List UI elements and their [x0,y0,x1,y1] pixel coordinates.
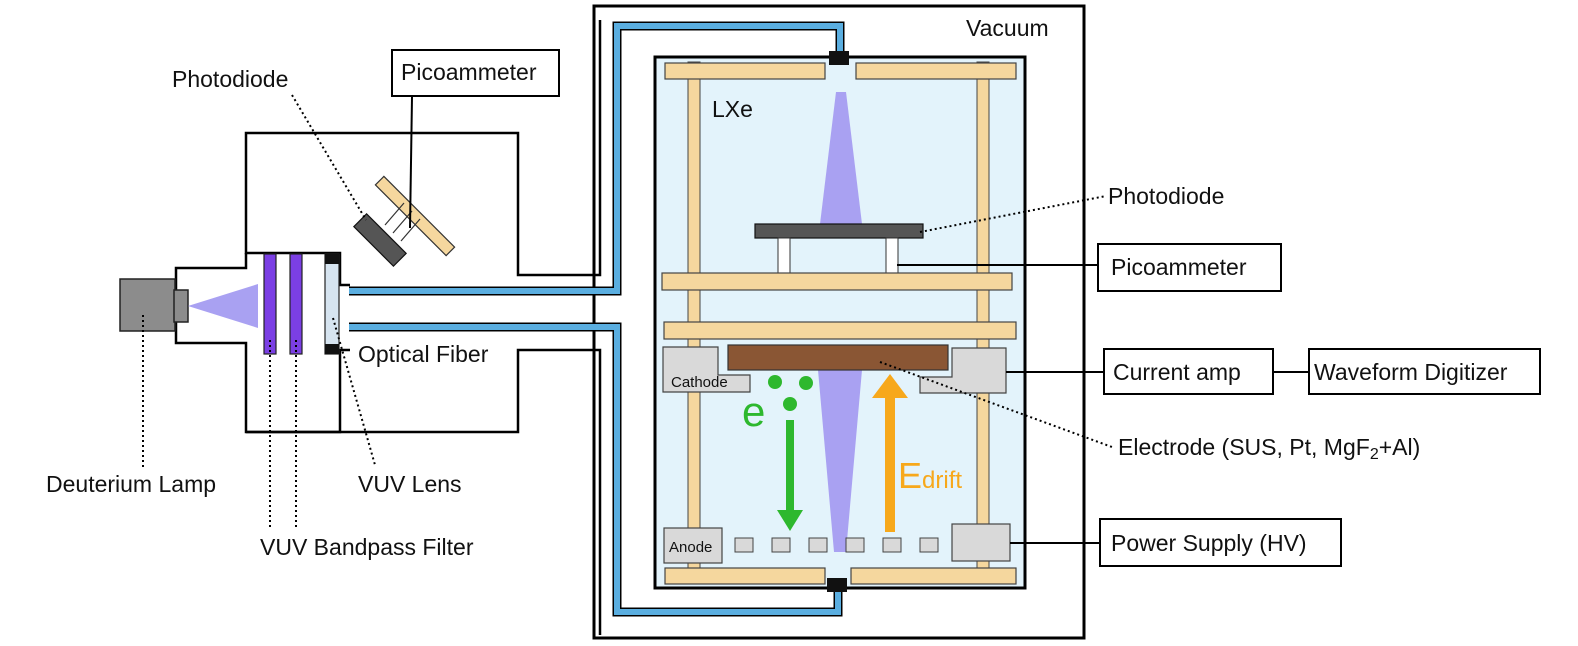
electron-dot-1 [768,375,782,389]
leader-electrode [879,361,1113,448]
lamp-light-cone [188,284,258,328]
optical-fiber-label: Optical Fiber [358,341,489,367]
mesh-square [734,537,754,553]
electrode-label-suffix: +Al) [1379,434,1421,460]
picoammeter-right-box [1097,243,1282,292]
electron-dot-2 [799,376,813,390]
vuv-bandpass-filter-label: VUV Bandpass Filter [260,534,474,560]
photodiode-left-label: Photodiode [172,66,288,92]
waveform-digitizer-label: Waveform Digitizer [1314,359,1508,385]
vuv-lens-label: VUV Lens [358,471,462,497]
picoammeter-left-box [391,49,560,97]
mesh-square [882,537,902,553]
housing-outline-upper [244,20,602,287]
lower-light-beam [818,370,862,552]
left-photodiode-plate [352,212,408,268]
picoammeter-right-label: Picoammeter [1111,254,1247,280]
picoammeter-left-label: Picoammeter [401,59,537,85]
leader-picoammeter-left [409,96,413,229]
electrode-label: Electrode (SUS, Pt, MgF2+Al) [1118,434,1420,463]
drift-field-label: Edrift [898,455,962,496]
drift-field-subscript: drift [922,467,962,494]
photodiode-leg-left [777,237,791,274]
lxe-photodiode [754,223,924,239]
electron-drift-arrow [777,420,803,531]
frame-bar-top-left [664,62,826,80]
lxe-label: LXe [712,96,753,122]
leader-photodiode-left [291,94,367,221]
solid-leaders [409,96,1309,544]
electrode-label-prefix: Electrode (SUS, Pt, MgF [1118,434,1370,460]
current-amp-label: Current amp [1113,359,1241,385]
housing-outline-lower [174,253,350,434]
vuv-bandpass-filter-1 [263,253,277,355]
vacuum-label: Vacuum [966,15,1049,41]
frame-bar-bottom-left [664,567,826,585]
leader-photodiode-right [919,195,1107,233]
power-supply-box [1099,518,1342,567]
waveform-digitizer-box [1308,348,1541,395]
drift-field-arrow [872,374,908,532]
cathode-block [662,346,751,393]
anode-label: Anode [669,539,712,556]
electrode [727,344,949,371]
anode-hv-block [951,523,1011,562]
fiber-connector-top [829,51,849,65]
photodiode-right-label: Photodiode [1108,183,1224,209]
mesh-square [808,537,828,553]
electron-symbol: e [742,388,765,435]
frame-bar-middle-2 [663,321,1017,340]
photodiode-leg-right [885,237,899,274]
mesh-square [845,537,865,553]
upper-light-beam [820,92,862,224]
light-source-housing [174,20,602,635]
fiber-connector-bottom [827,578,847,592]
frame-bar-middle-1 [661,272,1013,291]
electron-dot-3 [783,397,797,411]
housing-outline-lower-right [246,348,602,635]
deuterium-lamp-label: Deuterium Lamp [46,471,216,497]
drift-field-symbol: E [898,455,922,496]
vacuum-chamber [592,4,1086,640]
leader-vuv-lens [332,317,376,466]
electrode-label-subscript: 2 [1370,446,1379,463]
anode-block [663,527,723,564]
mesh-square [771,537,791,553]
current-amp-box [1103,348,1274,395]
dotted-leaders [142,94,1113,530]
deuterium-lamp [119,278,189,332]
vuv-lens [324,253,340,355]
cathode-hv-block [919,347,1007,394]
left-photodiode-assembly [352,175,456,268]
anode-mesh [734,537,939,553]
power-supply-label: Power Supply (HV) [1111,530,1307,556]
mesh-square [919,537,939,553]
cathode-label: Cathode [671,374,728,391]
vuv-bandpass-filter-2 [289,253,303,355]
frame-bar-bottom-right [850,567,1017,585]
frame-bar-top-right [855,62,1017,80]
